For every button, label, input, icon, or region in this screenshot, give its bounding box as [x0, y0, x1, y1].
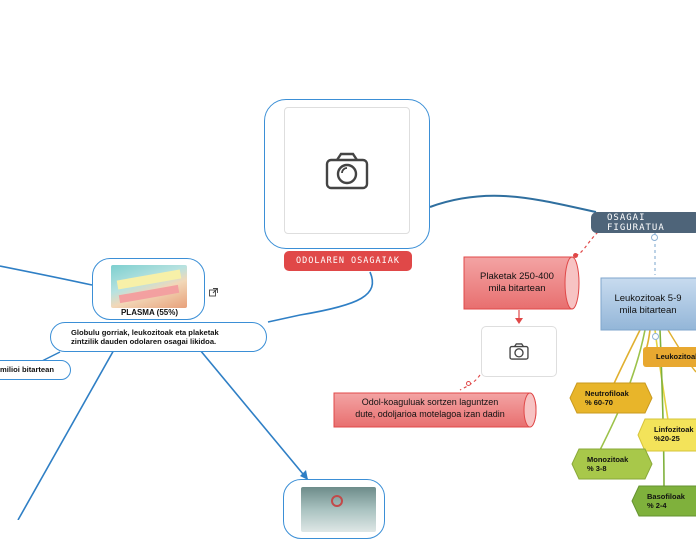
monocytes-line1: Monozitoak [587, 455, 629, 464]
platelets-title: Plaketak 250-400 mila bitartean [462, 271, 572, 296]
camera-icon [325, 152, 369, 189]
platelets-function-line2: dute, odoljarioa motelagoa izan dadin [355, 408, 505, 419]
monocytes-label: Monozitoak % 3-8 [587, 455, 628, 473]
central-title[interactable]: ODOLAREN OSAGAIAK [284, 251, 412, 271]
camera-icon [509, 343, 529, 360]
platelets-image-frame[interactable] [481, 326, 557, 377]
connector-dot [573, 253, 578, 258]
platelets-cylinder[interactable] [460, 255, 580, 311]
plasma-title: PLASMA (55%) [120, 308, 179, 317]
neutrophils-line2: % 60-70 [585, 398, 613, 407]
water-drop-image [301, 487, 376, 532]
plasma-card[interactable]: PLASMA (55%) [92, 258, 205, 320]
red-cells-count-node[interactable]: milioi bitartean [0, 360, 71, 380]
monocytes-line2: % 3-8 [587, 464, 607, 473]
plasma-tube-image [111, 265, 187, 308]
lymphocytes-line1: Linfozitoak [654, 425, 694, 434]
platelets-title-line2: mila bitartean [488, 283, 546, 295]
leukocytes-title: Leukozitoak 5-9 mila bitartean [600, 293, 696, 318]
platelets-function: Odol-koaguluak sortzen laguntzen dute, o… [332, 397, 528, 420]
leukocytes-title-line1: Leukozitoak 5-9 [614, 293, 682, 304]
drop-ring-decor [331, 495, 343, 507]
lymphocytes-line2: %20-25 [654, 434, 680, 443]
central-image-frame [284, 107, 410, 234]
central-image-card[interactable] [264, 99, 430, 249]
lymphocytes-label: Linfozitoak %20-25 [654, 425, 694, 443]
leukocytes-cylinder[interactable] [597, 276, 696, 332]
platelets-function-cylinder[interactable] [330, 391, 540, 429]
leukocytes-title-line2: mila bitartean [619, 305, 677, 317]
monocytes-hexagon[interactable] [571, 448, 653, 480]
red-cells-count-text: milioi bitartean [0, 365, 55, 374]
basophils-line1: Basofiloak [647, 492, 685, 501]
plasma-description-line1: Globulu gorriak, leukozitoak eta plaketa… [71, 328, 219, 337]
figured-title[interactable]: OSAGAI FIGURATUA [591, 212, 696, 233]
neutrophils-line1: Neutrofiloak [585, 389, 629, 398]
external-link-icon[interactable] [209, 284, 218, 297]
basophils-hexagon[interactable] [631, 485, 696, 517]
plasma-water-image-card[interactable] [283, 479, 385, 539]
leukocytes-types-label: Leukozitoak [656, 352, 696, 361]
platelets-function-line1: Odol-koaguluak sortzen laguntzen [361, 397, 499, 407]
neutrophils-label: Neutrofiloak % 60-70 [585, 389, 629, 407]
plasma-description-node[interactable]: Globulu gorriak, leukozitoak eta plaketa… [50, 322, 267, 352]
connector-dot [651, 234, 658, 241]
lymphocytes-hexagon[interactable] [637, 418, 696, 452]
connector-dot [652, 333, 659, 340]
platelets-title-line1: Plaketak 250-400 [480, 271, 554, 282]
leukocytes-types-node[interactable]: Leukozitoak [643, 347, 696, 367]
basophils-label: Basofiloak % 2-4 [647, 492, 685, 510]
connector-dot [466, 381, 471, 386]
neutrophils-hexagon[interactable] [569, 382, 653, 414]
basophils-line2: % 2-4 [647, 501, 667, 510]
plasma-description-line2: zintzilik dauden odolaren osagai likidoa… [71, 337, 217, 347]
